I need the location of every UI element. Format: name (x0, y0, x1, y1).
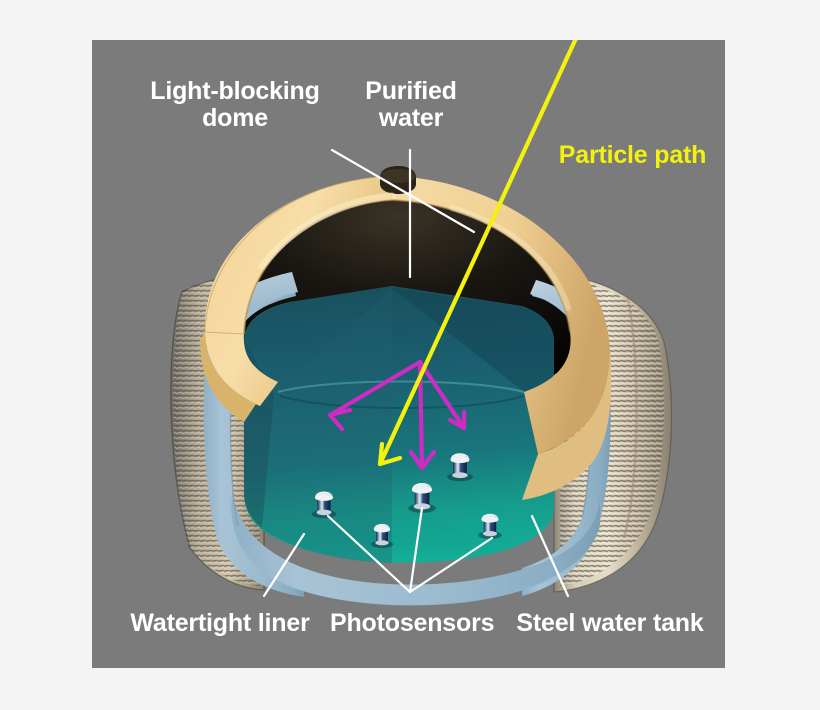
photosensor (447, 453, 473, 482)
particle-path-line (377, 40, 578, 467)
label-steel-water-tank: Steel water tank (516, 609, 704, 637)
leader-photosensors (326, 506, 494, 594)
label-photosensors: Photosensors (330, 609, 495, 637)
leader-dome (330, 148, 476, 234)
leader-liner (262, 532, 306, 598)
detector-illustration (170, 40, 672, 606)
photosensor-group (311, 453, 502, 548)
label-light-blocking-dome: Light-blocking dome (150, 77, 320, 132)
light-blocking-dome (200, 166, 612, 500)
photosensor (311, 491, 337, 519)
cherenkov-arrow-right (417, 359, 467, 431)
leader-tank (530, 514, 570, 598)
label-particle-path: Particle path (558, 141, 707, 169)
diagram-panel: Light-blocking dome Purified water Parti… (92, 40, 725, 668)
photosensor (370, 523, 394, 548)
label-watertight-liner: Watertight liner (130, 609, 310, 637)
photosensor (478, 513, 502, 540)
cherenkov-light-arrows (327, 359, 467, 471)
label-purified-water: Purified water (365, 77, 457, 132)
cherenkov-arrow-left (327, 359, 423, 432)
leader-lines (262, 148, 570, 598)
